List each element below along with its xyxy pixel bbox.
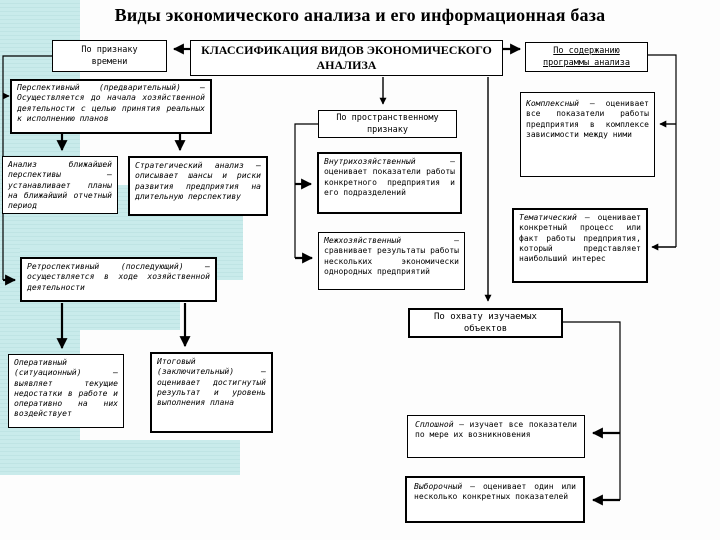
classification-box: КЛАССИФИКАЦИЯ ВИДОВ ЭКОНОМИЧЕСКОГО АНАЛИ… bbox=[190, 40, 503, 76]
internal-term: Внутрихозяйственный bbox=[324, 157, 416, 166]
criterion-box-time: По признаку времени bbox=[52, 40, 167, 72]
connector-spatial-branch bbox=[294, 123, 318, 264]
thematic-desc: – оценивает конкретный процесс или факт … bbox=[519, 213, 641, 264]
final-text: Итоговый (заключительный) – оценивает до… bbox=[157, 357, 266, 408]
operational-text: Оперативный (ситуационный) – выявляет те… bbox=[14, 358, 118, 419]
box-final-analysis: Итоговый (заключительный) – оценивает до… bbox=[150, 352, 273, 433]
selective-desc: – оценивает один или несколько конкретны… bbox=[414, 482, 576, 502]
near-term-text: Анализ ближайшей перспективы – устанавли… bbox=[8, 160, 112, 211]
retrospective-text: Ретроспективный (последующий) – осуществ… bbox=[27, 262, 210, 292]
criterion-time-label: По признаку времени bbox=[81, 45, 138, 67]
thematic-term: Тематический bbox=[519, 213, 577, 222]
criterion-spatial-label: По пространственному признаку bbox=[336, 113, 439, 135]
connector-coverage-branch bbox=[563, 321, 621, 506]
box-perspective-analysis: Перспективный (предварительный) – Осущес… bbox=[10, 79, 212, 134]
perspective-text: Перспективный (предварительный) – Осущес… bbox=[17, 83, 205, 123]
internal-desc: – оценивает показатели работы конкретног… bbox=[324, 157, 455, 197]
box-inter-farm-analysis: Межхозяйственный – сравнивает результаты… bbox=[318, 232, 465, 290]
box-near-term-analysis: Анализ ближайшей перспективы – устанавли… bbox=[2, 156, 118, 214]
classification-label: КЛАССИФИКАЦИЯ ВИДОВ ЭКОНОМИЧЕСКОГО АНАЛИ… bbox=[201, 43, 492, 72]
criterion-box-spatial: По пространственному признаку bbox=[318, 110, 457, 138]
continuous-term: Сплошной bbox=[415, 420, 454, 429]
complex-desc: – оценивает все показатели работы предпр… bbox=[526, 99, 649, 139]
box-thematic-analysis: Тематический – оценивает конкретный проц… bbox=[512, 208, 648, 283]
background-texture bbox=[0, 440, 240, 475]
box-operational-analysis: Оперативный (ситуационный) – выявляет те… bbox=[8, 354, 124, 428]
inter-farm-desc: – сравнивает результаты работы нескольки… bbox=[324, 236, 459, 276]
box-continuous-analysis: Сплошной – изучает все показатели по мер… bbox=[407, 415, 585, 458]
inter-farm-term: Межхозяйственный bbox=[324, 236, 402, 245]
continuous-desc: – изучает все показатели по мере их возн… bbox=[415, 420, 577, 440]
box-internal-analysis: Внутрихозяйственный – оценивает показате… bbox=[317, 152, 462, 214]
criterion-coverage-label: По охвату изучаемых объектов bbox=[434, 312, 537, 334]
strategic-text: Стратегический анализ – описывает шансы … bbox=[135, 161, 261, 201]
complex-term: Комплексный bbox=[526, 99, 579, 108]
box-retrospective-analysis: Ретроспективный (последующий) – осуществ… bbox=[20, 257, 217, 302]
criterion-box-program: По содержанию программы анализа bbox=[525, 42, 648, 72]
selective-term: Выборочный bbox=[414, 482, 463, 491]
slide-title: Виды экономического анализа и его информ… bbox=[114, 5, 606, 25]
box-selective-analysis: Выборочный – оценивает один или нескольк… bbox=[405, 476, 585, 523]
criterion-program-label: По содержанию программы анализа bbox=[543, 46, 630, 68]
box-strategic-analysis: Стратегический анализ – описывает шансы … bbox=[128, 156, 268, 216]
criterion-box-coverage: По охвату изучаемых объектов bbox=[408, 308, 563, 338]
box-complex-analysis: Комплексный – оценивает все показатели р… bbox=[520, 92, 655, 177]
